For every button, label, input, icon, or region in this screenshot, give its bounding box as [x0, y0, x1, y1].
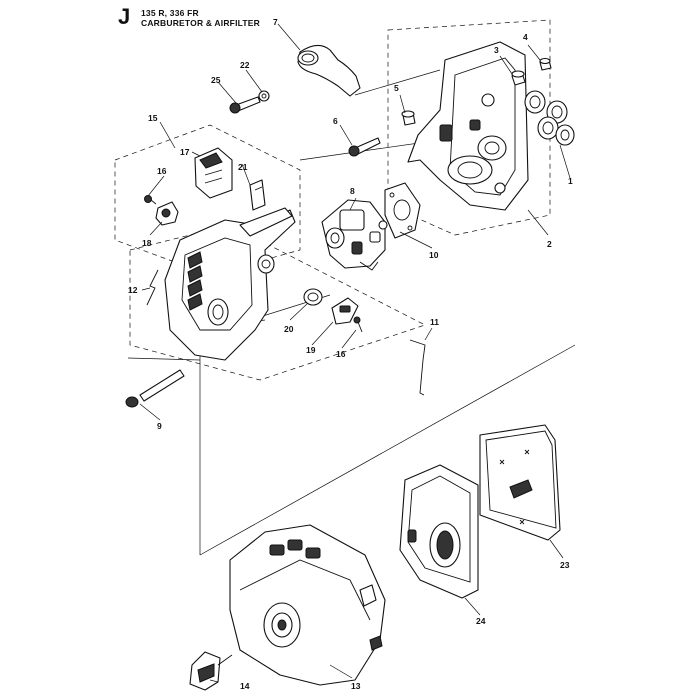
sleeve-5 [401, 110, 416, 126]
long-screw-9 [125, 369, 185, 408]
callout-1: 1 [568, 176, 573, 186]
callout-11: 11 [430, 317, 439, 327]
o-ring-20 [303, 288, 323, 306]
carburetor-holder-2 [407, 41, 529, 211]
callout-8: 8 [350, 186, 355, 196]
cover-knob-14 [189, 651, 233, 691]
carburetor-gasket-10 [384, 182, 421, 239]
section-title: CARBURETOR & AIRFILTER [141, 18, 260, 28]
callout-24: 24 [476, 616, 486, 626]
washer-22 [258, 90, 270, 102]
callout-15: 15 [148, 113, 158, 123]
screw-6 [348, 137, 381, 157]
callout-16-top: 16 [157, 166, 167, 176]
callout-4: 4 [523, 32, 528, 42]
choke-plate-17 [194, 147, 233, 199]
carburetor-8 [321, 199, 388, 271]
choke-rod-12 [146, 269, 159, 306]
callout-22: 22 [240, 60, 250, 70]
air-filter-23 [479, 424, 561, 541]
section-letter: J [118, 4, 131, 29]
callout-17: 17 [180, 147, 190, 157]
callout-leaders [139, 23, 571, 683]
screw-16-top [144, 195, 157, 205]
callout-14: 14 [240, 681, 250, 691]
callout-21: 21 [238, 162, 248, 172]
gasket-rings-1 [524, 90, 575, 146]
callout-5: 5 [394, 83, 399, 93]
sleeve-3 [511, 70, 526, 86]
screw-25 [229, 96, 261, 114]
assembly-boundary-15 [114, 124, 301, 276]
callout-12: 12 [128, 285, 138, 295]
intake-elbow-7 [297, 44, 361, 97]
callout-7: 7 [273, 17, 278, 27]
air-filter-holder-15 [164, 207, 296, 361]
callout-19: 19 [306, 345, 316, 355]
cover-plate-19 [331, 297, 359, 325]
callout-25: 25 [211, 75, 221, 85]
callout-6: 6 [333, 116, 338, 126]
callout-10: 10 [429, 250, 439, 260]
choke-knob-18 [155, 201, 179, 226]
choke-clip-21 [249, 179, 266, 211]
sleeve-4 [539, 57, 552, 71]
callout-20: 20 [284, 324, 294, 334]
callout-18: 18 [142, 238, 152, 248]
air-filter-cover-13 [229, 524, 386, 686]
callout-2: 2 [547, 239, 552, 249]
throttle-rod-11 [409, 339, 426, 396]
screw-16-bottom [353, 316, 363, 333]
callout-23: 23 [560, 560, 570, 570]
filter-holder-24 [399, 464, 479, 599]
callout-16-bottom: 16 [336, 349, 346, 359]
callout-3: 3 [494, 45, 499, 55]
assembly-boundary-2 [387, 19, 551, 236]
model-line: 135 R, 336 FR [141, 8, 199, 18]
callout-labels: 1 2 3 4 5 6 7 8 9 10 11 12 13 14 15 16 1… [128, 17, 573, 691]
callout-13: 13 [351, 681, 361, 691]
callout-9: 9 [157, 421, 162, 431]
